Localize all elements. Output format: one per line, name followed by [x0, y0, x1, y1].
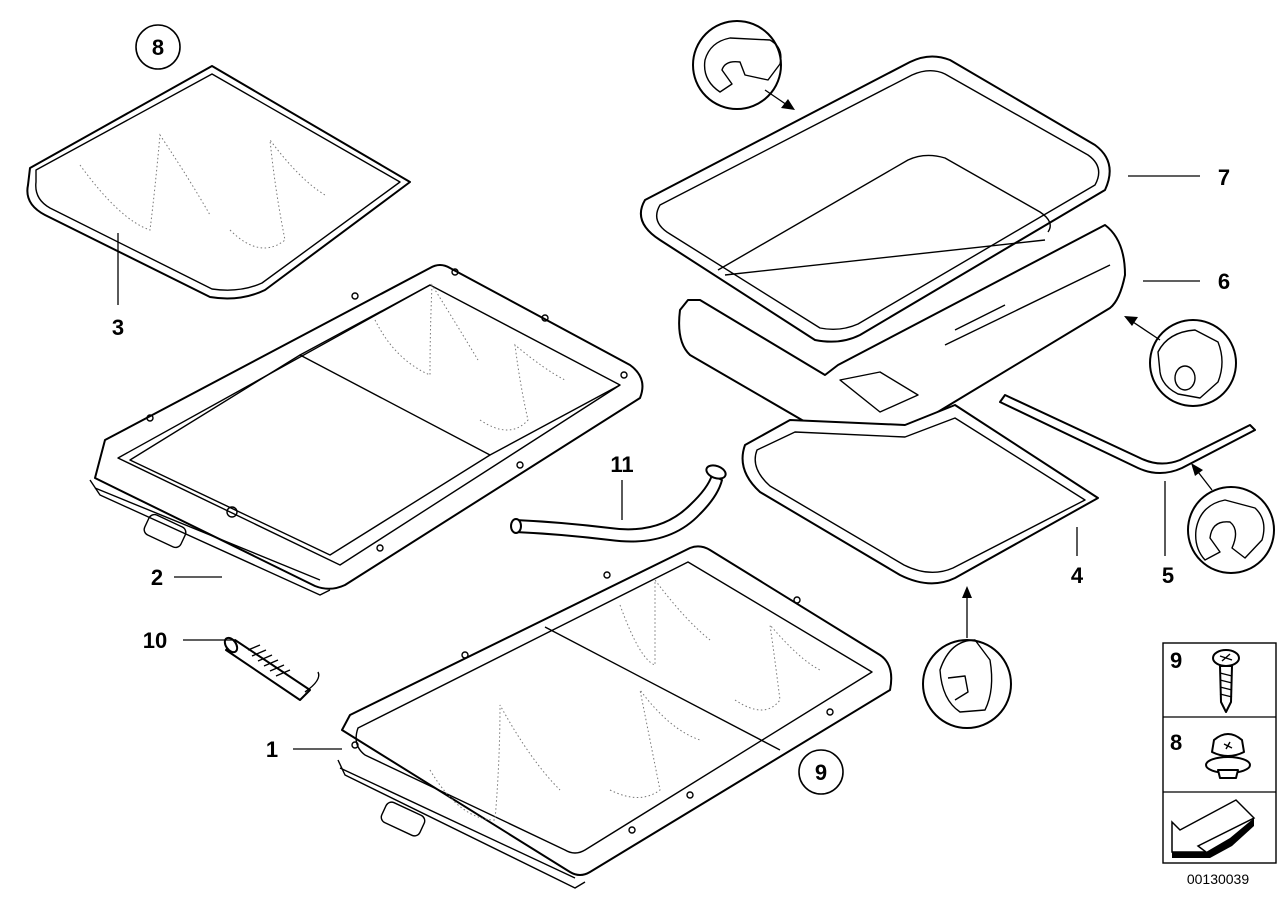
svg-text:8: 8 — [152, 35, 164, 60]
seal-profile-detail-icon — [1149, 319, 1237, 407]
seal-profile-detail-icon — [1187, 486, 1275, 574]
part-5-edge-seal — [999, 394, 1256, 474]
legend-box: 9 8 — [1162, 642, 1277, 864]
part-3-headliner-panel — [26, 65, 411, 300]
part-2-sunroof-frame — [89, 264, 644, 596]
arrow-head — [962, 586, 972, 598]
diagram-code: 00130039 — [1187, 871, 1250, 887]
label-part-5: 5 — [1162, 563, 1174, 588]
legend-label-8: 8 — [1170, 730, 1182, 755]
circled-ref-9: 9 — [798, 749, 844, 795]
direction-arrow-icon — [1171, 799, 1256, 858]
nut-icon — [1205, 733, 1251, 779]
part-10-drain-valve — [223, 636, 320, 701]
svg-text:9: 9 — [815, 760, 827, 785]
label-part-2: 2 — [151, 565, 163, 590]
label-part-6: 6 — [1218, 269, 1230, 294]
leader-lines — [117, 175, 1200, 750]
detail-arrow — [1129, 319, 1161, 341]
arrow-head — [1191, 463, 1203, 476]
part-7-top-seal — [640, 55, 1111, 343]
part-11-drain-hose — [510, 464, 727, 543]
label-part-10: 10 — [143, 628, 167, 653]
part-6-frame-seal — [678, 224, 1126, 449]
seal-profile-detail-icon — [922, 639, 1012, 729]
label-part-1: 1 — [266, 737, 278, 762]
label-part-7: 7 — [1218, 165, 1230, 190]
label-part-4: 4 — [1071, 563, 1084, 588]
legend-label-9: 9 — [1170, 648, 1182, 673]
part-1-base-frame — [337, 545, 893, 889]
label-part-11: 11 — [610, 452, 633, 477]
seal-profile-detail-icon — [692, 20, 782, 110]
label-part-3: 3 — [112, 315, 124, 340]
part-4-lower-seal — [741, 404, 1099, 585]
screw-icon — [1212, 649, 1240, 713]
arrow-head — [781, 99, 795, 110]
arrow-head — [1124, 316, 1138, 326]
circled-ref-8: 8 — [135, 24, 181, 70]
